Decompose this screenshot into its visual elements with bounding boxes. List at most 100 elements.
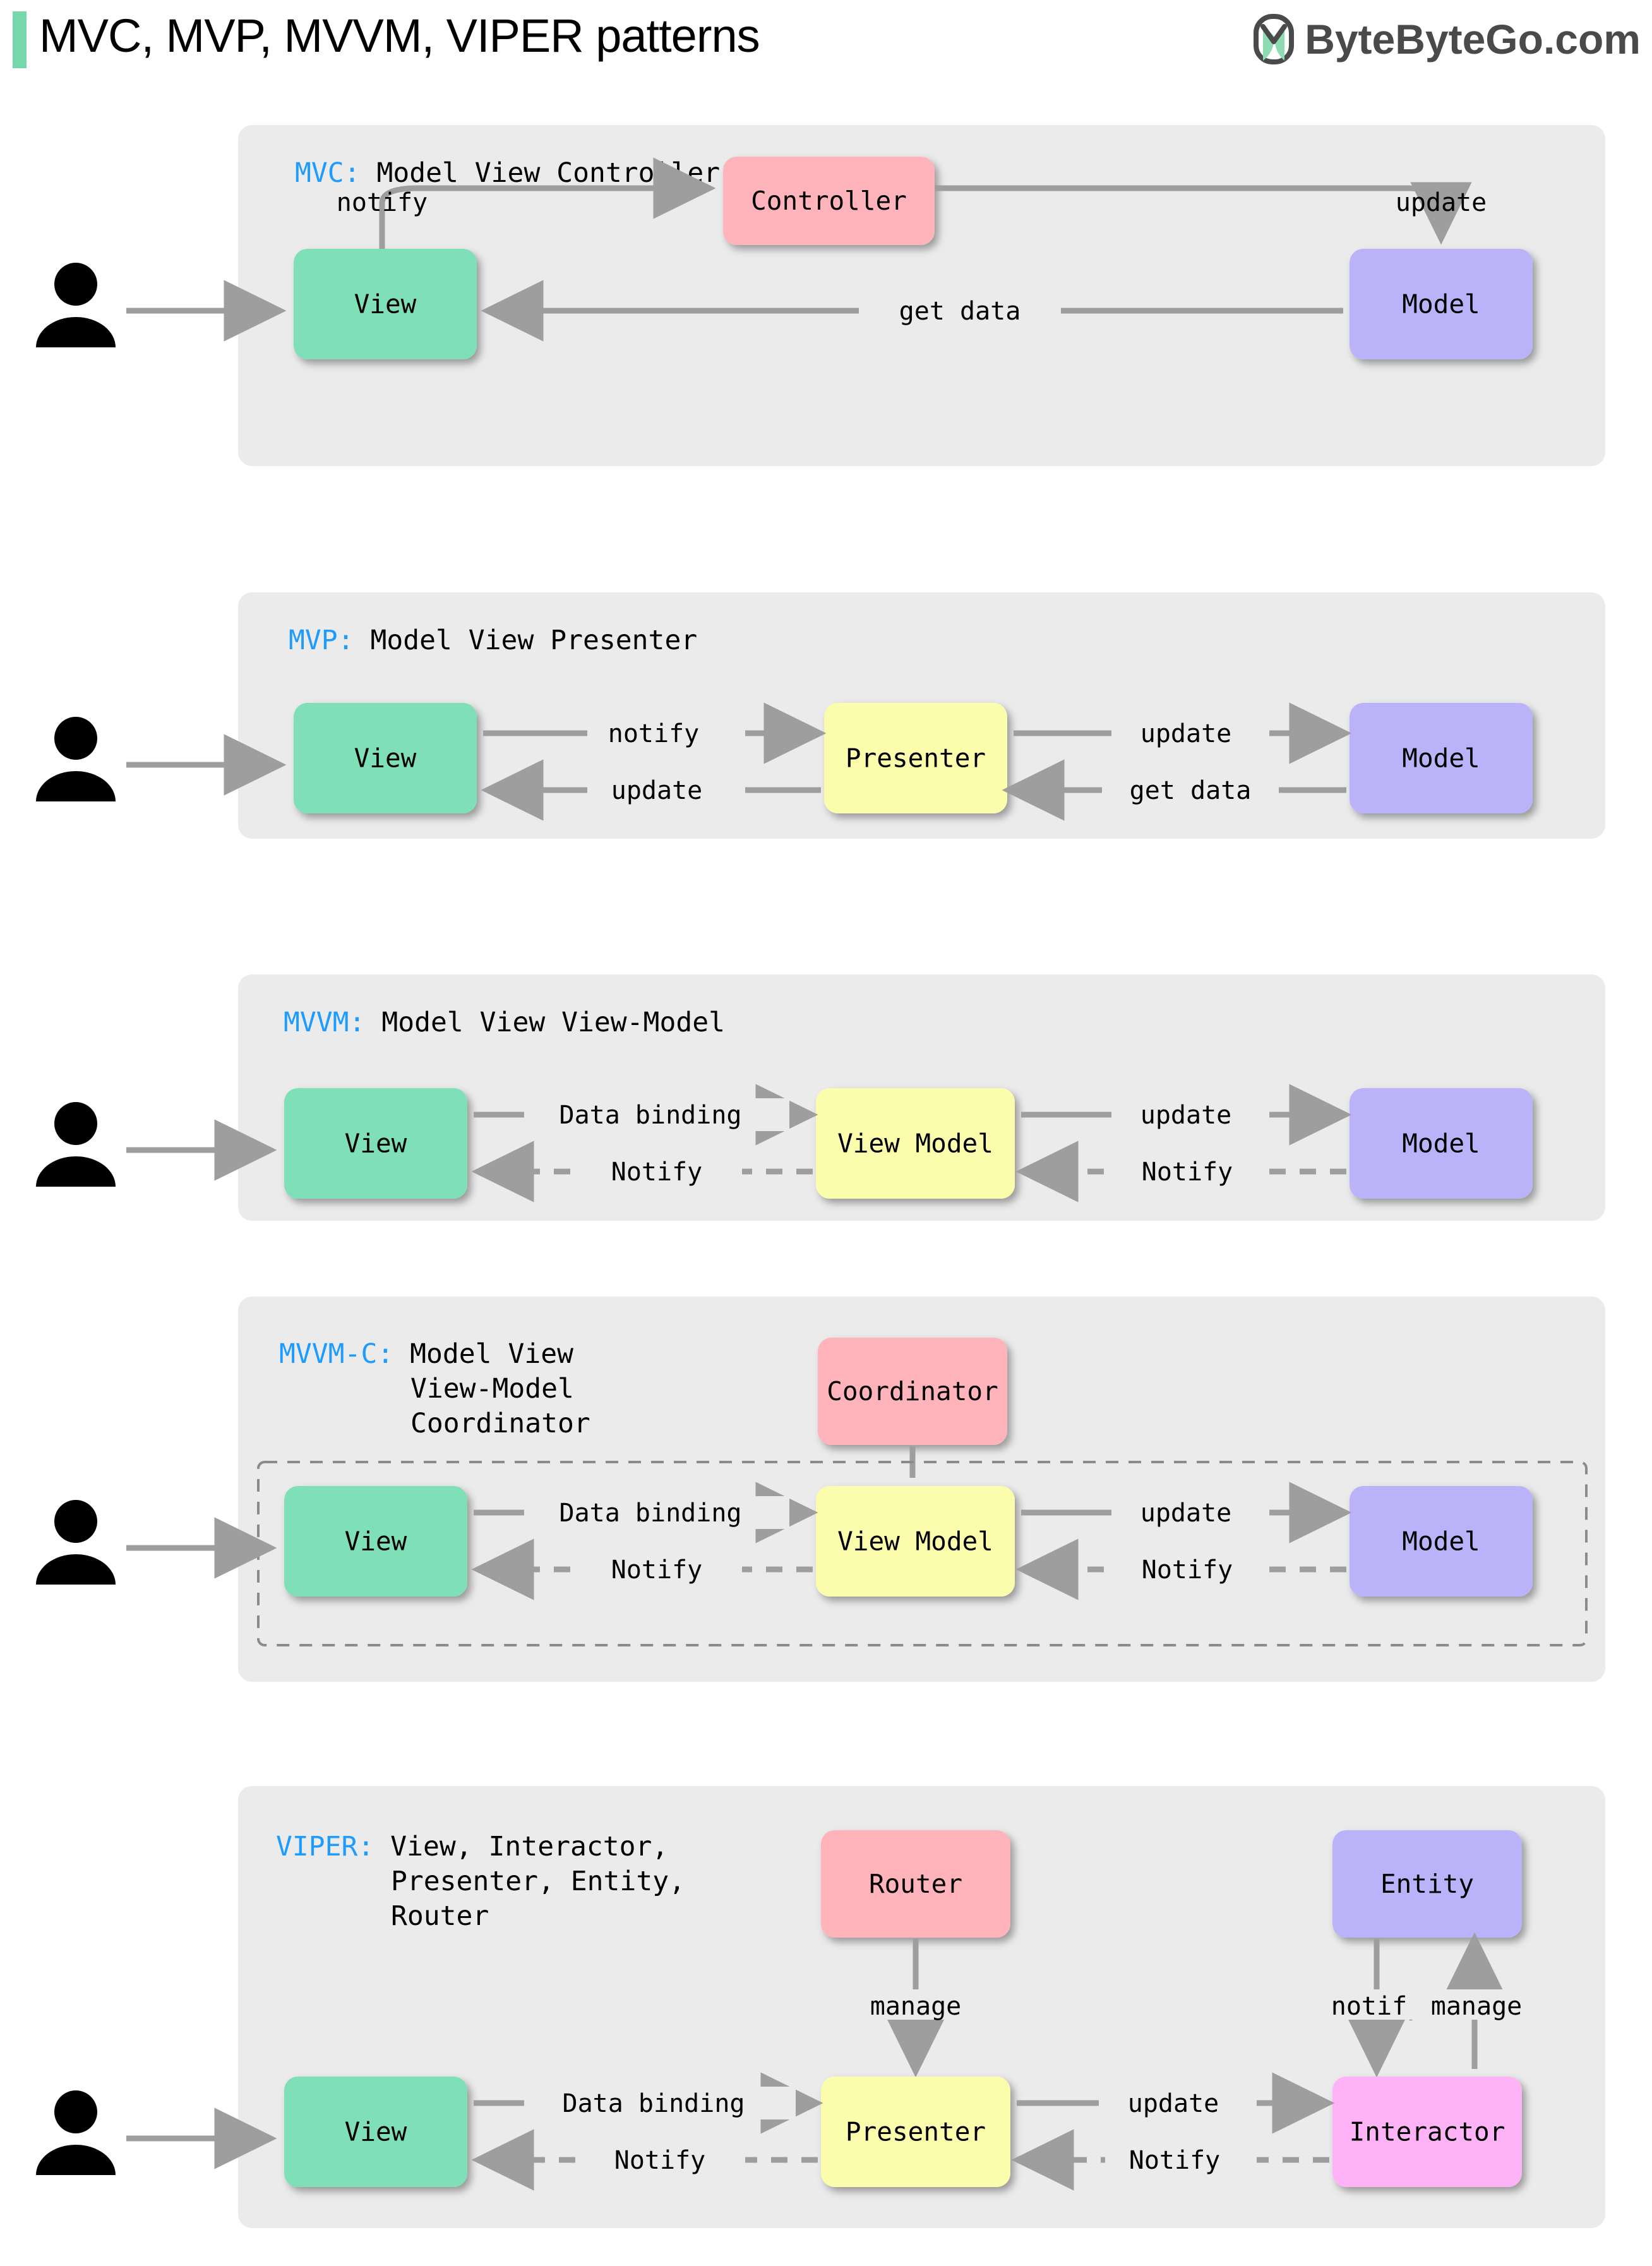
viper-router-box-shape <box>821 1830 1010 1938</box>
viper-label-databinding: Data binding <box>563 2089 745 2118</box>
viper-heading: VIPER: View, Interactor, <box>276 1831 668 1862</box>
viper-gap-0 <box>834 1989 1004 2020</box>
viper-heading-expansion-1: Presenter, Entity, <box>391 1866 685 1897</box>
mvvm-view-box[interactable]: View <box>284 1088 467 1199</box>
mvvm-c-view-model-box[interactable]: View Model <box>816 1486 1015 1597</box>
viper-gap-4 <box>587 2143 745 2176</box>
mvc-heading-expansion: Model View Controller <box>376 157 720 189</box>
title-accent-bar <box>13 11 27 68</box>
mvvm-heading: MVVM: Model View View-Model <box>284 1007 725 1038</box>
mvvm-gap-4 <box>1118 1155 1269 1188</box>
mvvm-view-model-box-label: View Model <box>837 1129 993 1159</box>
mvvm-c-heading-expansion-1: View-Model <box>410 1373 574 1405</box>
mvp-gap-4 <box>1102 774 1279 806</box>
mvc-user-icon-head <box>54 263 97 306</box>
mvc-heading-abbr: MVC: <box>295 157 376 189</box>
mvvm-c-user-icon-body <box>36 1554 116 1585</box>
viper-view-box-label: View <box>345 2117 407 2147</box>
mvc-edge-notify <box>379 157 716 249</box>
mvc-user-icon-body <box>36 317 116 347</box>
viper-presenter-box-label: Presenter <box>846 2117 986 2147</box>
viper-interactor-box-label: Interactor <box>1350 2117 1505 2147</box>
mvvm-c-gap-2 <box>584 1553 742 1586</box>
mvvm-heading-abbr: MVVM: <box>284 1007 381 1038</box>
mvc-heading: MVC: Model View Controller <box>295 157 720 189</box>
mvp-presenter-box-label: Presenter <box>846 743 986 774</box>
mvc-model-box-label: Model <box>1402 289 1480 320</box>
mvvm-gap-2 <box>584 1155 742 1188</box>
viper-presenter-box[interactable]: Presenter <box>821 2077 1010 2187</box>
brand-logo: ByteByteGo.com <box>1253 14 1641 64</box>
mvvm-gap-1 <box>524 1098 789 1131</box>
mvvm-model-box-label: Model <box>1402 1129 1480 1159</box>
mvc-controller-box[interactable]: Controller <box>723 157 935 245</box>
mvc-view-box[interactable]: View <box>294 249 477 359</box>
mvvm-label-update: update <box>1140 1101 1232 1130</box>
mvvm-c-heading: MVVM-C: Model View <box>279 1338 573 1370</box>
mvp-label-notify: notify <box>608 719 700 748</box>
viper-heading-expansion-2: Router <box>391 1900 489 1932</box>
viper-router-box-label: Router <box>869 1869 962 1899</box>
mvvm-c-model-box[interactable]: Model <box>1350 1486 1533 1597</box>
page-title: MVC, MVP, MVVM, VIPER patterns <box>39 9 760 62</box>
mvvm-c-view-box-shape <box>284 1486 467 1597</box>
mvp-model-box-label: Model <box>1402 743 1480 774</box>
mvvm-label-notify2: Notify <box>1142 1158 1233 1187</box>
mvvm-c-gap-4 <box>1118 1553 1269 1586</box>
mvc-model-box[interactable]: Model <box>1350 249 1533 359</box>
mvvm-c-gap-1 <box>524 1496 789 1529</box>
mvvm-c-coordinator-box-shape <box>818 1338 1007 1445</box>
mvvm-c-user-icon-head <box>54 1500 97 1543</box>
mvvm-c-view-box-label: View <box>345 1526 407 1557</box>
viper-router-box[interactable]: Router <box>821 1830 1010 1938</box>
mvvm-label-databinding: Data binding <box>560 1101 742 1130</box>
mvc-view-box-shape <box>294 249 477 359</box>
viper-label-manage1: manage <box>870 1992 962 2021</box>
mvvm-model-box[interactable]: Model <box>1350 1088 1533 1199</box>
viper-view-box[interactable]: View <box>284 2077 467 2187</box>
mvc-controller-box-label: Controller <box>751 186 907 216</box>
mvp-user-icon-body <box>36 771 116 801</box>
mvp-model-box[interactable]: Model <box>1350 703 1533 813</box>
viper-gap-2 <box>1405 1989 1550 2020</box>
mvp-presenter-box[interactable]: Presenter <box>824 703 1007 813</box>
viper-entity-box[interactable]: Entity <box>1332 1830 1522 1938</box>
mvvm-c-model-box-label: Model <box>1402 1526 1480 1557</box>
mvvm-view-model-box[interactable]: View Model <box>816 1088 1015 1199</box>
viper-entity-box-shape <box>1332 1830 1522 1938</box>
mvvm-c-gap-3 <box>1111 1496 1269 1529</box>
viper-gap-3 <box>524 2087 796 2119</box>
mvp-model-box-shape <box>1350 703 1533 813</box>
mvvm-c-coordinator-box[interactable]: Coordinator <box>818 1338 1007 1445</box>
mvp-label-getdata: get data <box>1130 776 1252 805</box>
viper-label-notify2: Notify <box>1129 2146 1221 2175</box>
viper-label-update: update <box>1128 2089 1219 2118</box>
mvvm-view-box-shape <box>284 1088 467 1199</box>
mvvm-c-label-notify1: Notify <box>611 1556 703 1585</box>
mvvm-c-view-model-box-label: View Model <box>837 1526 993 1557</box>
mvvm-model-box-shape <box>1350 1088 1533 1199</box>
viper-gap-6 <box>1105 2143 1257 2176</box>
mvp-gap-2 <box>587 774 745 806</box>
mvvm-c-heading-expansion-2: Coordinator <box>410 1408 590 1439</box>
mvvm-user-icon-body <box>36 1156 116 1187</box>
viper-heading-expansion: View, Interactor, <box>390 1831 668 1862</box>
viper-view-box-shape <box>284 2077 467 2187</box>
bytebytego-logo-icon <box>1253 14 1295 64</box>
mvp-view-box[interactable]: View <box>294 703 477 813</box>
mvp-view-box-shape <box>294 703 477 813</box>
mvvm-c-view-box[interactable]: View <box>284 1486 467 1597</box>
mvp-gap-1 <box>587 717 745 750</box>
mvp-view-box-label: View <box>354 743 417 774</box>
mvvm-view-model-box-shape <box>816 1088 1015 1199</box>
viper-presenter-box-shape <box>821 2077 1010 2187</box>
viper-interactor-box[interactable]: Interactor <box>1332 2077 1522 2187</box>
mvvm-c-heading-expansion: Model View <box>410 1338 573 1370</box>
mvp-user-icon <box>36 717 116 801</box>
mvc-label-getdata: get data <box>899 297 1021 326</box>
mvp-user-icon-head <box>54 717 97 760</box>
viper-user-icon-head <box>54 2090 97 2133</box>
mvc-label-notify: notify <box>337 188 428 217</box>
